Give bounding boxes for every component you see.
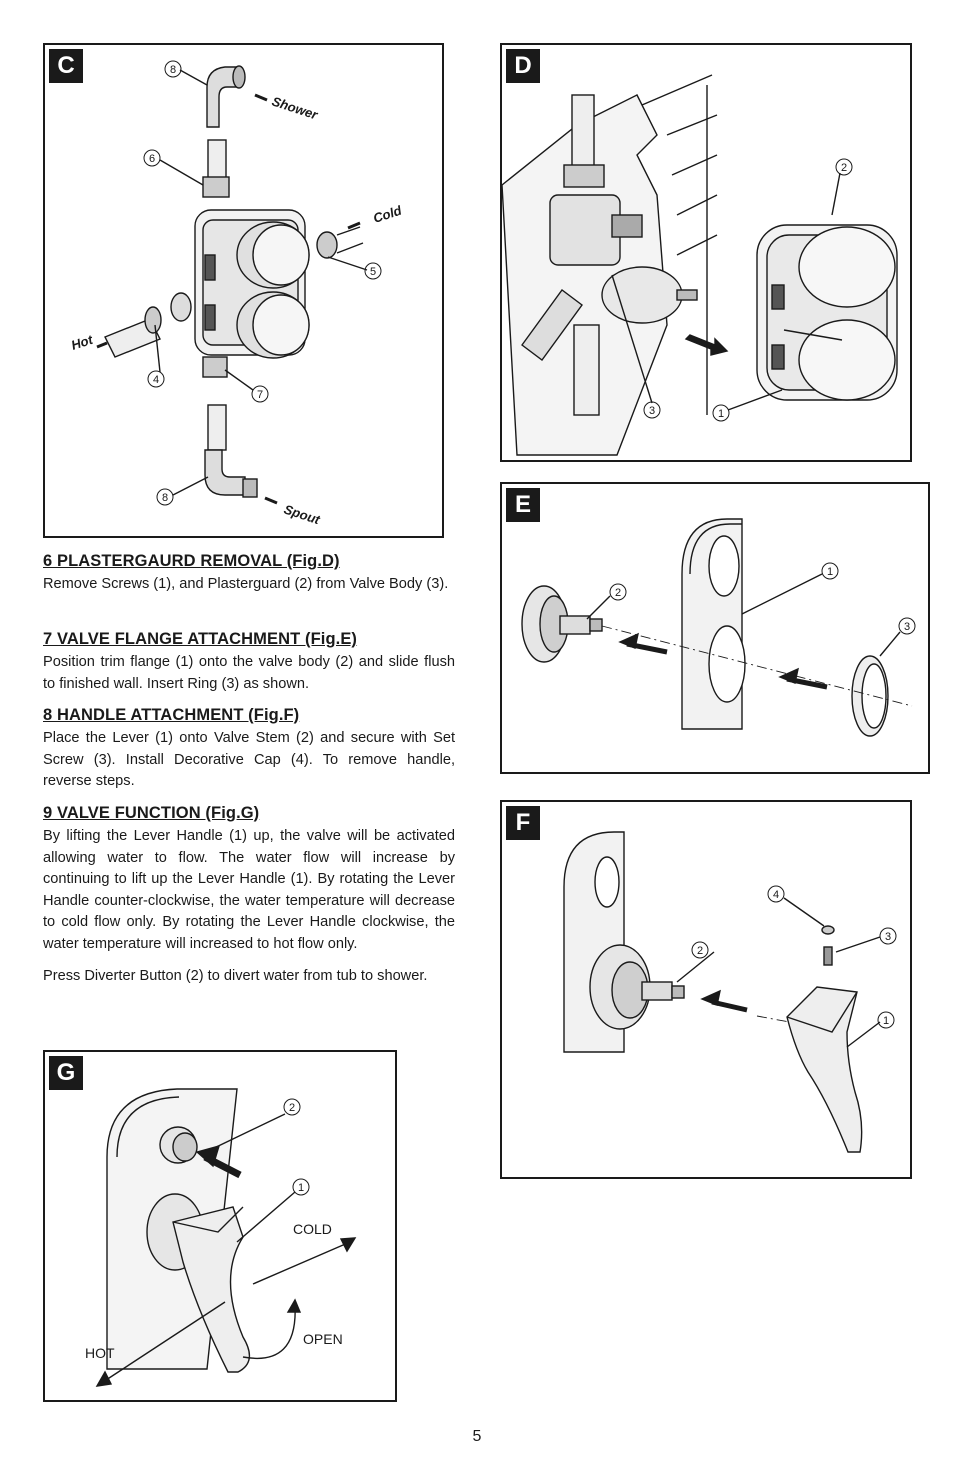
section-9: 9 VALVE FUNCTION (Fig.G) By lifting the … bbox=[43, 804, 455, 988]
callout-c-7: 7 bbox=[257, 389, 263, 401]
section-8: 8 HANDLE ATTACHMENT (Fig.F) Place the Le… bbox=[43, 706, 455, 793]
figure-g-label: G bbox=[49, 1056, 83, 1090]
figure-g-drawing: 2 1 COLD HOT OPEN bbox=[85, 1088, 357, 1387]
section-8-title: 8 HANDLE ATTACHMENT (Fig.F) bbox=[43, 706, 300, 724]
callout-d-1: 1 bbox=[718, 408, 724, 420]
figure-d-label: D bbox=[506, 49, 540, 83]
section-7-body: Position trim flange (1) onto the valve … bbox=[43, 654, 455, 692]
figure-c-label: C bbox=[49, 49, 83, 83]
figure-f-drawing: 4 2 3 1 bbox=[563, 831, 897, 1153]
callout-d-2: 2 bbox=[841, 162, 847, 174]
figure-f-label: F bbox=[506, 806, 540, 840]
callout-f-3: 3 bbox=[885, 931, 891, 943]
hot-label: Hot bbox=[69, 332, 95, 353]
direction-cold: COLD bbox=[293, 1221, 332, 1237]
figure-g: G bbox=[43, 1050, 397, 1402]
direction-hot: HOT bbox=[85, 1345, 115, 1361]
section-7-title: 7 VALVE FLANGE ATTACHMENT (Fig.E) bbox=[43, 630, 358, 648]
callout-c-8-bottom: 8 bbox=[162, 492, 168, 504]
spout-label: Spout bbox=[282, 502, 322, 528]
section-6-body: Remove Screws (1), and Plasterguard (2) … bbox=[43, 576, 449, 592]
section-7: 7 VALVE FLANGE ATTACHMENT (Fig.E) Positi… bbox=[43, 630, 455, 695]
callout-c-5: 5 bbox=[370, 266, 376, 278]
callout-d-3: 3 bbox=[649, 405, 655, 417]
callout-e-2: 2 bbox=[615, 587, 621, 599]
callout-c-8-top: 8 bbox=[170, 64, 176, 76]
figure-d-drawing: 2 3 1 bbox=[502, 74, 898, 456]
figure-e: E bbox=[500, 482, 930, 774]
section-6-title: 6 PLASTERGAURD REMOVAL (Fig.D) bbox=[43, 552, 340, 570]
section-9-title: 9 VALVE FUNCTION (Fig.G) bbox=[43, 804, 260, 822]
callout-f-1: 1 bbox=[883, 1015, 889, 1027]
figure-c: C bbox=[43, 43, 444, 538]
section-9-body: By lifting the Lever Handle (1) up, the … bbox=[43, 828, 455, 952]
figure-e-label: E bbox=[506, 488, 540, 522]
callout-g-2: 2 bbox=[289, 1102, 295, 1114]
shower-label: Shower bbox=[270, 94, 320, 123]
section-8-body: Place the Lever (1) onto Valve Stem (2) … bbox=[43, 730, 455, 789]
figure-d: D bbox=[500, 43, 912, 462]
section-6: 6 PLASTERGAURD REMOVAL (Fig.D) Remove Sc… bbox=[43, 552, 455, 596]
callout-e-1: 1 bbox=[827, 566, 833, 578]
callout-e-3: 3 bbox=[904, 621, 910, 633]
callout-c-6: 6 bbox=[149, 153, 155, 165]
page-number: 5 bbox=[472, 1428, 482, 1445]
callout-f-2: 2 bbox=[697, 945, 703, 957]
section-9-body-diverter: Press Diverter Button (2) to divert wate… bbox=[43, 968, 428, 984]
figure-e-drawing: 2 1 3 bbox=[521, 518, 916, 737]
callout-c-4: 4 bbox=[153, 374, 159, 386]
callout-f-4: 4 bbox=[773, 889, 779, 901]
figure-c-drawing: Shower Cold Hot Spout 8 6 5 4 7 8 bbox=[69, 60, 404, 528]
direction-open: OPEN bbox=[303, 1331, 343, 1347]
figure-f: F bbox=[500, 800, 912, 1179]
cold-label: Cold bbox=[371, 202, 404, 226]
callout-g-1: 1 bbox=[298, 1182, 304, 1194]
